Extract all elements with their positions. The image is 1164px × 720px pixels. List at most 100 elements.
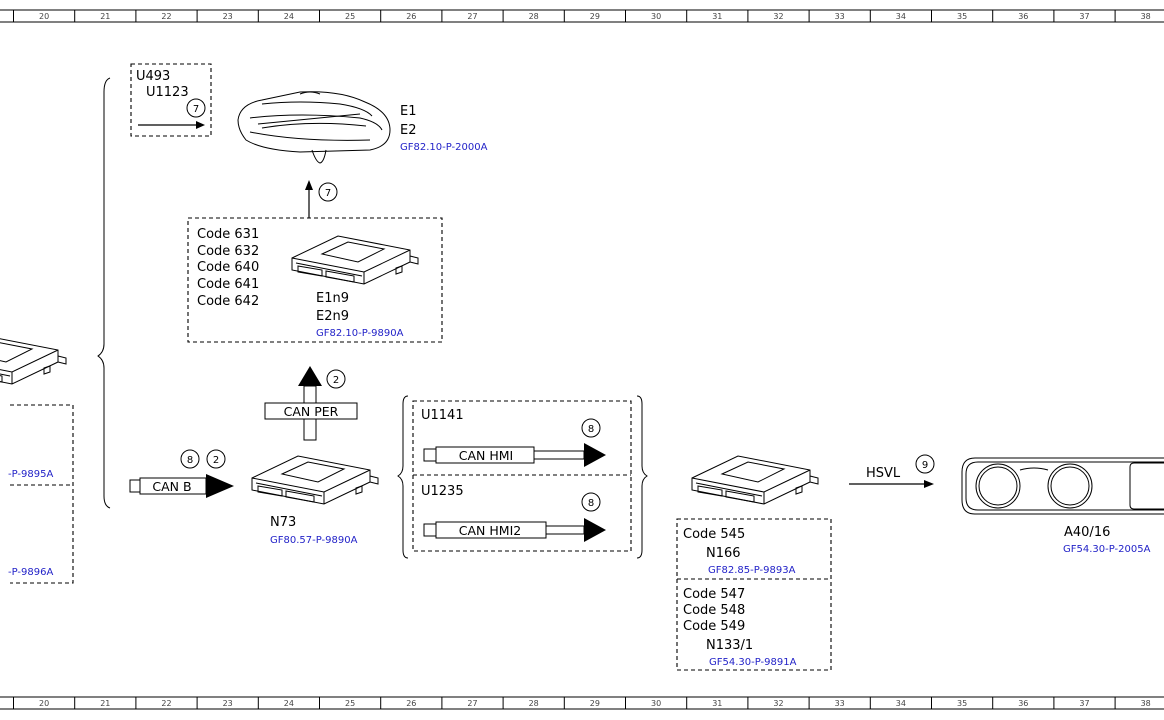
- e1n9-code-4: Code 642: [197, 294, 259, 309]
- e1n9-module-icon: [291, 235, 419, 285]
- ruler-number: 34: [896, 12, 906, 21]
- cluster-label: A40/16: [1064, 525, 1110, 540]
- ruler-number: 35: [957, 699, 967, 708]
- e1n9-box: [187, 217, 443, 343]
- instrument-cluster-icon: [961, 457, 1164, 515]
- hmi-left-brace: [397, 395, 409, 559]
- can-hmi2-label: CAN HMI2: [459, 523, 521, 538]
- n166-box: [676, 518, 832, 671]
- e1n9-code-0: Code 631: [197, 227, 259, 242]
- hsvl-circle: 9: [922, 460, 928, 471]
- n133-ref: GF54.30-P-9891A: [709, 657, 797, 668]
- can-per-label: CAN PER: [284, 404, 339, 419]
- left-ref-bottom: -P-9896A: [8, 567, 53, 578]
- ruler-number: 38: [1141, 12, 1151, 21]
- hsvl-arrow-head: [924, 480, 934, 488]
- ruler-number: 24: [284, 699, 294, 708]
- ruler-number: 25: [345, 12, 355, 21]
- u1235-label: U1235: [421, 484, 464, 499]
- ruler-number: 31: [712, 12, 722, 21]
- bottom-ruler: 20 21 22 23 24 25 26 27 28 29 30 31 32 33 34 35 36 37 38: [0, 696, 1164, 710]
- headlamp-icon: [237, 91, 391, 164]
- ruler-number: 32: [773, 699, 783, 708]
- headlamp-ref: GF82.10-P-2000A: [400, 142, 488, 153]
- can-b-circle-2: 2: [213, 455, 219, 466]
- u1141-label: U1141: [421, 408, 464, 423]
- ruler-number: 26: [406, 12, 416, 21]
- e1n9-code-1: Code 632: [197, 244, 259, 259]
- u493-circle-number: 7: [193, 104, 199, 115]
- top-ruler: 20 21 22 23 24 25 26 27 28 29 30 31 32 33 34 35 36 37 38: [0, 9, 1164, 23]
- u493-box: [130, 63, 212, 137]
- ruler-number: 32: [773, 12, 783, 21]
- can-b-circle-1: 8: [187, 455, 193, 466]
- can-hmi-arrow: [423, 443, 606, 467]
- ruler-number: 36: [1018, 12, 1028, 21]
- ruler-number: 34: [896, 699, 906, 708]
- left-ref-top: -P-9895A: [8, 469, 53, 480]
- ruler-number: 31: [712, 699, 722, 708]
- code-549: Code 549: [683, 619, 745, 634]
- left-partial-box: [10, 404, 74, 584]
- ruler-number: 28: [529, 699, 539, 708]
- n166-label: N166: [706, 546, 741, 561]
- ruler-number: 21: [100, 12, 110, 21]
- hsvl-label: HSVL: [866, 466, 901, 481]
- can-hmi2-circle: 8: [588, 498, 594, 509]
- ruler-number: 30: [651, 699, 661, 708]
- ruler-number: 33: [835, 699, 845, 708]
- ruler-number: 30: [651, 12, 661, 21]
- hmi-right-brace: [636, 395, 648, 559]
- can-per-arrow: [264, 366, 358, 441]
- e1n9-label: E1n9: [316, 291, 349, 306]
- ruler-number: 27: [467, 12, 477, 21]
- ruler-number: 36: [1018, 699, 1028, 708]
- headlamp-arrow-head: [305, 180, 313, 190]
- ruler-number: 23: [223, 699, 233, 708]
- ruler-number: 25: [345, 699, 355, 708]
- e1n9-ref: GF82.10-P-9890A: [316, 328, 404, 339]
- code-548: Code 548: [683, 603, 745, 618]
- hmi-box: [412, 400, 632, 552]
- n73-label: N73: [270, 515, 296, 530]
- ruler-number: 22: [161, 699, 171, 708]
- cluster-ref: GF54.30-P-2005A: [1063, 544, 1151, 555]
- ruler-number: 37: [1079, 12, 1089, 21]
- left-brace: [97, 77, 111, 509]
- u493-label: U493: [136, 69, 170, 84]
- e1n9-code-3: Code 641: [197, 277, 259, 292]
- e2n9-label: E2n9: [316, 309, 349, 324]
- can-b-label: CAN B: [152, 479, 191, 494]
- ruler-number: 24: [284, 12, 294, 21]
- ruler-number: 26: [406, 699, 416, 708]
- left-partial-ecu: [0, 335, 67, 385]
- n166-ref: GF82.85-P-9893A: [708, 565, 796, 576]
- can-b-arrow: [129, 474, 234, 498]
- u493-arrow-head: [196, 121, 205, 129]
- ruler-number: 23: [223, 12, 233, 21]
- ruler-number: 37: [1079, 699, 1089, 708]
- n73-ref: GF80.57-P-9890A: [270, 535, 358, 546]
- ruler-number: 20: [39, 699, 49, 708]
- ruler-number: 20: [39, 12, 49, 21]
- ruler-number: 35: [957, 12, 967, 21]
- headlamp-arrow-circle: 7: [325, 188, 331, 199]
- ruler-number: 29: [590, 12, 600, 21]
- ruler-number: 38: [1141, 699, 1151, 708]
- can-hmi-label: CAN HMI: [459, 448, 513, 463]
- ruler-number: 28: [529, 12, 539, 21]
- n166-module-icon: [691, 455, 819, 505]
- ruler-number: 33: [835, 12, 845, 21]
- ruler-number: 27: [467, 699, 477, 708]
- u1123-label: U1123: [146, 85, 189, 100]
- code-547: Code 547: [683, 587, 745, 602]
- headlamp-e2: E2: [400, 123, 417, 138]
- can-hmi-circle: 8: [588, 424, 594, 435]
- ruler-number: 22: [161, 12, 171, 21]
- can-hmi2-arrow: [423, 518, 606, 542]
- ruler-number: 29: [590, 699, 600, 708]
- ruler-number: 21: [100, 699, 110, 708]
- e1n9-code-2: Code 640: [197, 260, 259, 275]
- headlamp-e1: E1: [400, 104, 417, 119]
